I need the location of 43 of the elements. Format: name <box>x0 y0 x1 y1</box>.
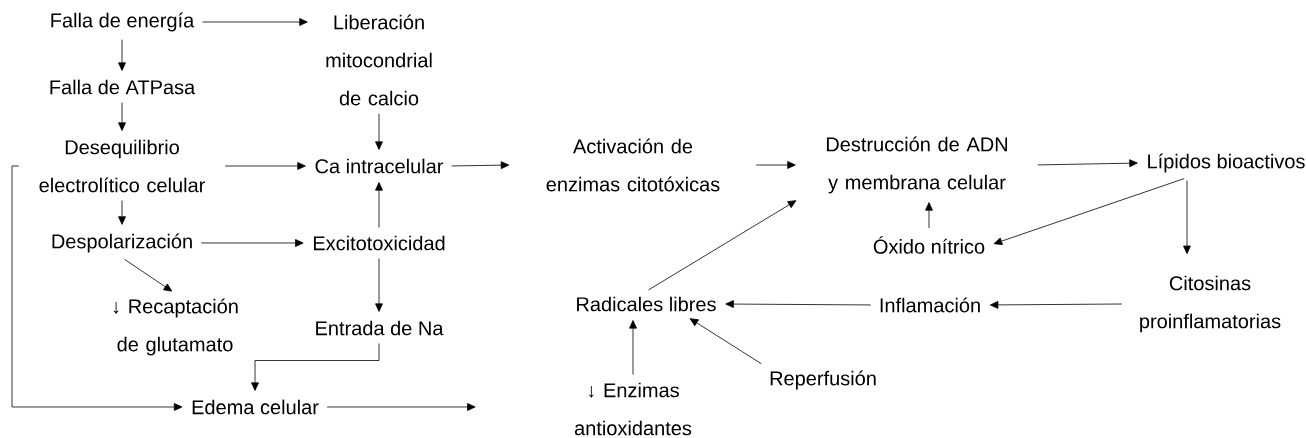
arrow <box>451 161 510 170</box>
arrow <box>11 165 183 411</box>
node-label: Citosinas proinflamatorias <box>1140 275 1281 333</box>
arrow <box>993 178 1185 245</box>
node-label: Óxido nítrico <box>873 236 985 254</box>
arrow <box>375 113 383 150</box>
node-label: Reperfusión <box>770 370 876 390</box>
node-label: Desequilibrio electrolítico celular <box>39 139 205 193</box>
arrow <box>202 18 308 26</box>
node-label: ↓ Recaptación de glutamato <box>113 298 238 356</box>
node-label: Inflamación <box>880 297 980 313</box>
arrow <box>326 403 476 411</box>
arrow <box>118 102 126 131</box>
node-label: Activación de enzimas citotóxicas <box>546 138 720 192</box>
arrow <box>224 162 306 170</box>
node-label: Entrada de Na <box>316 320 444 336</box>
node-label: ↓ Enzimas antioxidantes <box>574 382 692 436</box>
arrow <box>118 39 126 71</box>
arrow <box>755 161 796 169</box>
arrow <box>118 200 126 225</box>
node-label: Falla de energía <box>51 12 195 32</box>
node-label: Lípidos bioactivos <box>1148 153 1305 173</box>
arrow <box>989 301 1123 309</box>
arrow <box>200 239 304 247</box>
node-label: Destrucción de ADN y membrana celular <box>826 136 1008 194</box>
arrow <box>689 318 762 365</box>
arrow <box>629 320 637 375</box>
arrow <box>124 258 173 292</box>
node-label: Radicales libres <box>577 296 716 312</box>
node-label: Ca intracelular <box>315 158 444 174</box>
arrow <box>1183 180 1191 255</box>
node-label: Falla de ATPasa <box>50 79 196 95</box>
arrow <box>375 182 383 228</box>
arrow <box>925 202 933 229</box>
node-label: Liberación mitocondrial de calcio <box>326 14 432 106</box>
node-label: Edema celular <box>192 399 319 415</box>
arrow <box>251 343 380 391</box>
arrow <box>1037 159 1138 168</box>
node-label: Despolarización <box>52 233 192 253</box>
arrow <box>725 300 872 308</box>
node-label: Excitotoxicidad <box>313 235 445 251</box>
arrow <box>648 200 797 291</box>
arrow <box>375 258 383 312</box>
